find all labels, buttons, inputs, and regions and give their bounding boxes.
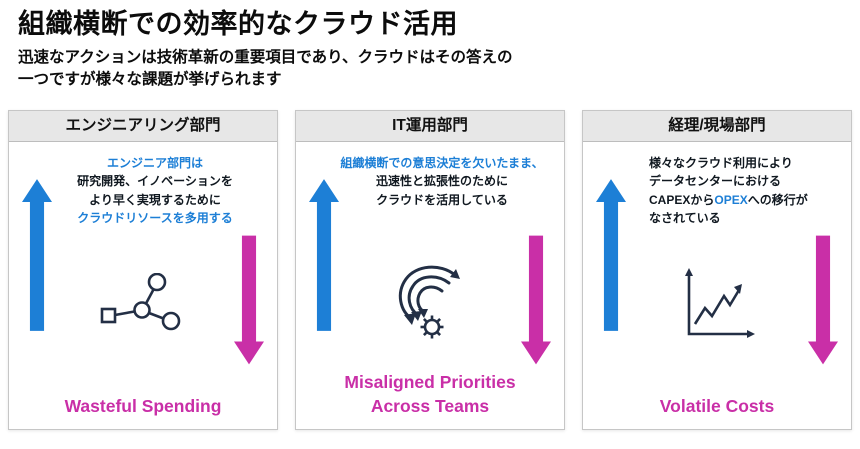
card-finance-field-description: 様々なクラウド利用により データセンターにおける CAPEXからOPEXへの移行… <box>583 142 851 228</box>
body-line: 迅速性と拡張性のために <box>375 174 508 189</box>
body-line: クラウドリソースを多用する <box>77 211 233 226</box>
card-it-operations: IT運用部門 組織横断での意思決定を欠いたまま、 迅速性と拡張性のために クラウ… <box>295 109 565 430</box>
card-engineering-title: エンジニアリング部門 <box>9 110 277 142</box>
increase-arrow-icon <box>22 169 52 346</box>
slide: 組織横断での効率的なクラウド活用 迅速なアクションは技術革新の重要項目であり、ク… <box>8 9 852 430</box>
increase-arrow-icon <box>309 169 339 346</box>
card-engineering: エンジニアリング部門 エンジニア部門は 研究開発、イノベーションを より早く実現… <box>8 109 278 430</box>
body-line: 様々なクラウド利用により <box>649 155 793 170</box>
branch-network-icon <box>9 257 277 353</box>
body-line: 研究開発、イノベーションを <box>77 174 233 189</box>
department-cards: エンジニアリング部門 エンジニア部門は 研究開発、イノベーションを より早く実現… <box>8 109 852 430</box>
body-line: より早く実現するために <box>89 192 221 207</box>
card-finance-field-title: 経理/現場部門 <box>583 110 851 142</box>
body-line: エンジニア部門は <box>106 155 203 170</box>
decrease-arrow-icon <box>234 227 264 378</box>
body-segment: への移行が <box>747 192 808 207</box>
page-title: 組織横断での効率的なクラウド活用 <box>18 9 458 39</box>
decrease-arrow-icon <box>808 227 838 378</box>
body-line: データセンターにおける <box>649 174 782 189</box>
volatile-chart-icon <box>583 257 851 353</box>
card-finance-field-issue-label: Volatile Costs <box>659 396 775 417</box>
subtitle-line-2: 一つですが様々な課題が挙げられます <box>18 71 282 89</box>
body-line: クラウドを活用している <box>376 192 508 207</box>
body-segment: OPEX <box>714 192 748 207</box>
card-it-operations-title: IT運用部門 <box>296 110 564 142</box>
body-segment: CAPEXから <box>649 192 715 207</box>
agile-sprint-icon <box>296 257 564 353</box>
increase-arrow-icon <box>596 169 626 346</box>
body-line: 組織横断での意思決定を欠いたまま、 <box>340 155 544 170</box>
card-finance-field: 経理/現場部門 様々なクラウド利用により データセンターにおける CAPEXから… <box>582 109 852 430</box>
decrease-arrow-icon <box>521 227 551 378</box>
subtitle-line-1: 迅速なアクションは技術革新の重要項目であり、クラウドはその答えの <box>18 48 513 66</box>
card-it-operations-issue-label: Misaligned Priorities Across Teams <box>344 372 516 417</box>
card-engineering-issue-label: Wasteful Spending <box>64 396 222 417</box>
card-engineering-description: エンジニア部門は 研究開発、イノベーションを より早く実現するために クラウドリ… <box>9 142 277 228</box>
card-it-operations-description: 組織横断での意思決定を欠いたまま、 迅速性と拡張性のために クラウドを活用してい… <box>296 142 564 210</box>
page-subtitle: 迅速なアクションは技術革新の重要項目であり、クラウドはその答えの 一つですが様々… <box>18 47 842 92</box>
body-line: なされている <box>649 211 721 226</box>
